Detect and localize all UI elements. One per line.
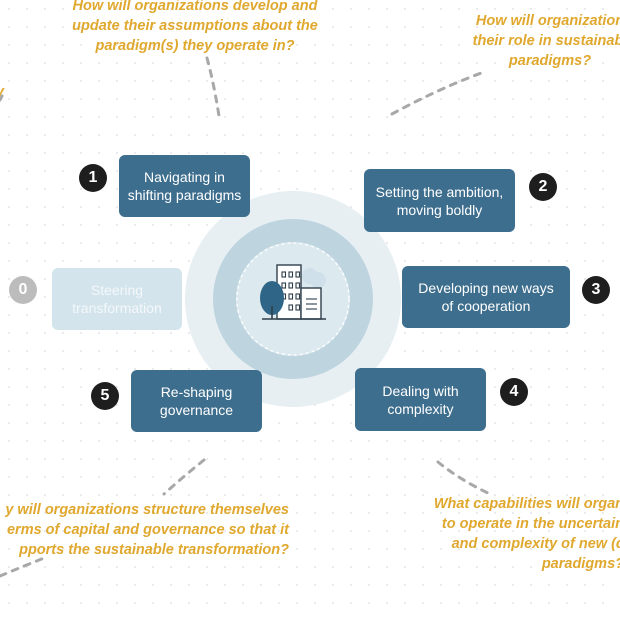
question-top: How will organizations develop and updat…: [72, 0, 318, 54]
step-3-badge: 3: [582, 276, 610, 304]
connector-left: [0, 94, 4, 102]
step-0-box[interactable]: Steering transformation: [52, 268, 182, 330]
step-4-box[interactable]: Dealing with complexity: [355, 368, 486, 431]
step-5-badge: 5: [91, 382, 119, 410]
building-and-tree-icon: [260, 264, 326, 320]
connector-bottom-left-lower: [0, 556, 46, 578]
question-bottom-right: What capabilities will organ to operate …: [433, 496, 620, 572]
connector-bottom-right: [436, 460, 492, 496]
step-2-badge: 2: [529, 173, 557, 201]
question-left-fragment: y: [0, 82, 4, 102]
step-4-badge: 4: [500, 378, 528, 406]
question-top-right: How will organization their role in sust…: [472, 13, 620, 69]
step-1-box[interactable]: Navigating in shifting paradigms: [119, 155, 250, 217]
connector-top: [205, 56, 221, 118]
connector-bottom-left: [162, 458, 206, 496]
step-5-box[interactable]: Re-shaping governance: [131, 370, 262, 432]
step-0-badge: 0: [9, 276, 37, 304]
connector-top-right: [390, 70, 486, 116]
step-2-box[interactable]: Setting the ambition, moving boldly: [364, 169, 515, 232]
step-3-box[interactable]: Developing new ways of cooperation: [402, 266, 570, 328]
question-bottom-left: y will organizations structure themselve…: [5, 502, 289, 558]
step-1-badge: 1: [79, 164, 107, 192]
